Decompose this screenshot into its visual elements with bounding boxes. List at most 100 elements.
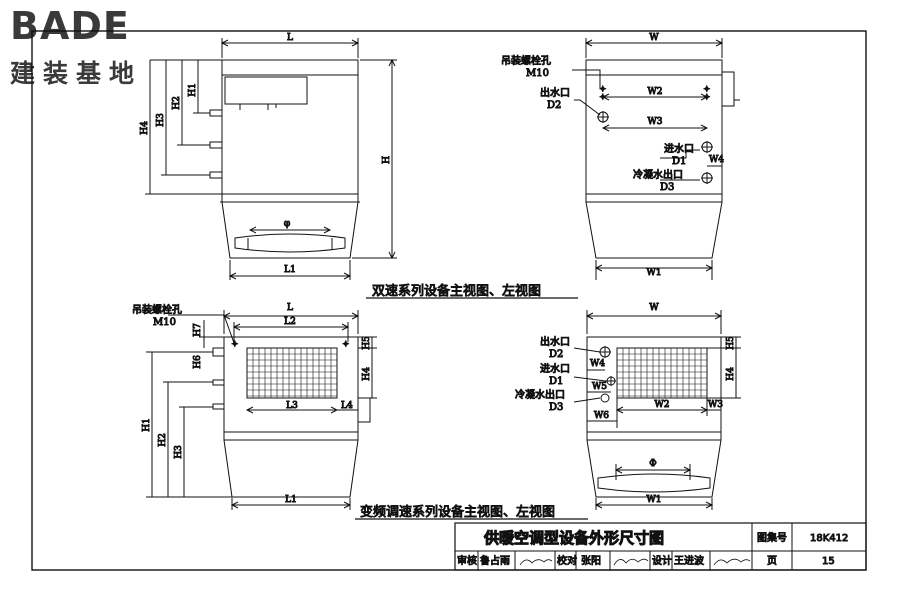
review-label: 审核 xyxy=(457,554,477,567)
page-label: 页 xyxy=(767,555,777,567)
dim-W4: W4 xyxy=(709,155,724,165)
view-vfd-front: ✦✦ L L2 L3 L4 H7 H6 H1 H2 H xyxy=(132,303,377,510)
pipe-stub xyxy=(212,403,225,410)
label-inlet: 进水口 xyxy=(540,363,570,375)
dim-H4: H4 xyxy=(140,121,150,135)
caption-vfd: 变频调速系列设备主视图、左视图 xyxy=(360,504,555,520)
unit-body xyxy=(585,59,723,195)
design-label: 设计 xyxy=(652,554,672,567)
label-bolt-size: M10 xyxy=(153,317,176,328)
svg-text:✦: ✦ xyxy=(342,340,350,350)
bade-logo: BADE 建装基地 xyxy=(6,4,176,88)
dim-L1: L1 xyxy=(284,265,296,275)
air-outlet-hood xyxy=(585,201,723,259)
dim-L1: L1 xyxy=(285,495,297,505)
dim-W4: W4 xyxy=(590,359,605,369)
dim-H5: H5 xyxy=(362,336,372,350)
air-outlet-hood xyxy=(221,201,359,259)
dim-H2: H2 xyxy=(172,96,182,110)
dim-W2: W2 xyxy=(648,87,663,97)
dim-W: W xyxy=(649,303,659,313)
air-outlet-hood xyxy=(586,439,722,498)
unit-body xyxy=(223,336,359,433)
dim-H6: H6 xyxy=(193,355,203,369)
dim-H5: H5 xyxy=(726,336,736,350)
label-inlet-code: D1 xyxy=(672,156,686,167)
view-dual-speed-side: W ✦✦ ✦✦ W2 W3 W4 吊装螺栓孔 xyxy=(501,33,740,280)
label-outlet: 出水口 xyxy=(540,335,570,348)
dim-H1: H1 xyxy=(142,418,152,432)
dim-W5: W5 xyxy=(592,382,607,392)
label-condensate: 冷凝水出口 xyxy=(633,168,683,181)
svg-text:✦: ✦ xyxy=(599,85,607,95)
dim-L3: L3 xyxy=(286,401,298,411)
air-outlet-hood xyxy=(223,439,359,498)
logo-subtitle: 建装基地 xyxy=(10,59,143,88)
pipe-stub xyxy=(212,379,225,386)
dim-L4: L4 xyxy=(341,401,353,411)
reviewer-signature xyxy=(519,559,553,566)
view-dual-speed-front: φ L L1 H1 H2 H3 H4 H xyxy=(140,33,397,280)
check-label: 校对 xyxy=(557,554,577,567)
dim-W3: W3 xyxy=(648,117,663,127)
label-outlet: 出水口 xyxy=(540,86,570,99)
svg-text:✦: ✦ xyxy=(599,93,607,103)
designer-name: 王进波 xyxy=(674,554,704,567)
pipe-stub xyxy=(209,171,223,179)
air-grille xyxy=(616,347,708,399)
label-condensate-code: D3 xyxy=(660,182,674,193)
label-bolt-hole: 吊装螺栓孔 xyxy=(501,54,551,67)
dim-W: W xyxy=(649,33,659,43)
dim-W1: W1 xyxy=(647,268,662,278)
label-condensate-code: D3 xyxy=(549,402,563,413)
air-grille xyxy=(246,347,338,399)
dim-H2: H2 xyxy=(158,433,168,447)
dim-W3: W3 xyxy=(708,400,723,410)
logo-brand: BADE xyxy=(10,4,130,48)
label-condensate: 冷凝水出口 xyxy=(515,388,565,401)
grille-mesh xyxy=(247,348,337,398)
label-bolt-hole: 吊装螺栓孔 xyxy=(132,303,182,316)
checker-signature xyxy=(613,558,649,566)
pipe-stub xyxy=(209,141,223,149)
dim-H3: H3 xyxy=(156,113,166,127)
outlet-grille xyxy=(234,233,346,253)
label-outlet-code: D2 xyxy=(549,349,563,360)
dim-H1: H1 xyxy=(188,83,198,97)
reviewer-name: 鲁占雨 xyxy=(480,554,510,567)
page-number: 15 xyxy=(822,556,835,567)
svg-text:✦: ✦ xyxy=(703,93,711,103)
pipe-stub xyxy=(209,109,223,117)
svg-text:✦: ✦ xyxy=(703,85,711,95)
sheet-border xyxy=(31,30,867,571)
label-outlet-code: D2 xyxy=(547,100,561,111)
dim-H4: H4 xyxy=(362,367,372,381)
side-box xyxy=(357,397,371,423)
view-vfd-side: Φ W W4 W5 W6 W2 W3 H5 H4 xyxy=(515,303,741,510)
unit-body xyxy=(221,59,359,195)
dim-phi: Φ xyxy=(649,459,656,469)
label-bolt-size: M10 xyxy=(526,68,549,79)
pipe-stub xyxy=(212,347,225,357)
dim-H4: H4 xyxy=(726,367,736,381)
label-inlet-code: D1 xyxy=(549,376,563,387)
dim-L: L xyxy=(287,33,293,43)
svg-text:✦: ✦ xyxy=(231,340,239,350)
caption-dual-speed: 双速系列设备主视图、左视图 xyxy=(372,283,541,299)
unit-body xyxy=(586,336,722,433)
dim-H7: H7 xyxy=(193,323,203,337)
checker-name: 张阳 xyxy=(581,555,601,567)
drawing-title: 供暖空调型设备外形尺寸图 xyxy=(483,529,664,547)
atlas-label: 图集号 xyxy=(757,531,787,544)
condensate-pipe xyxy=(600,393,610,403)
side-box xyxy=(721,71,735,107)
dim-W6: W6 xyxy=(594,411,609,421)
dim-W2: W2 xyxy=(655,400,670,410)
dim-W1: W1 xyxy=(647,495,662,505)
grille-mesh xyxy=(617,348,707,398)
dim-L: L xyxy=(287,303,293,313)
outlet-grille xyxy=(597,473,711,493)
control-box xyxy=(224,76,308,105)
title-block: 供暖空调型设备外形尺寸图 图集号 18K412 审核 鲁占雨 校对 张阳 设计 … xyxy=(454,522,867,571)
